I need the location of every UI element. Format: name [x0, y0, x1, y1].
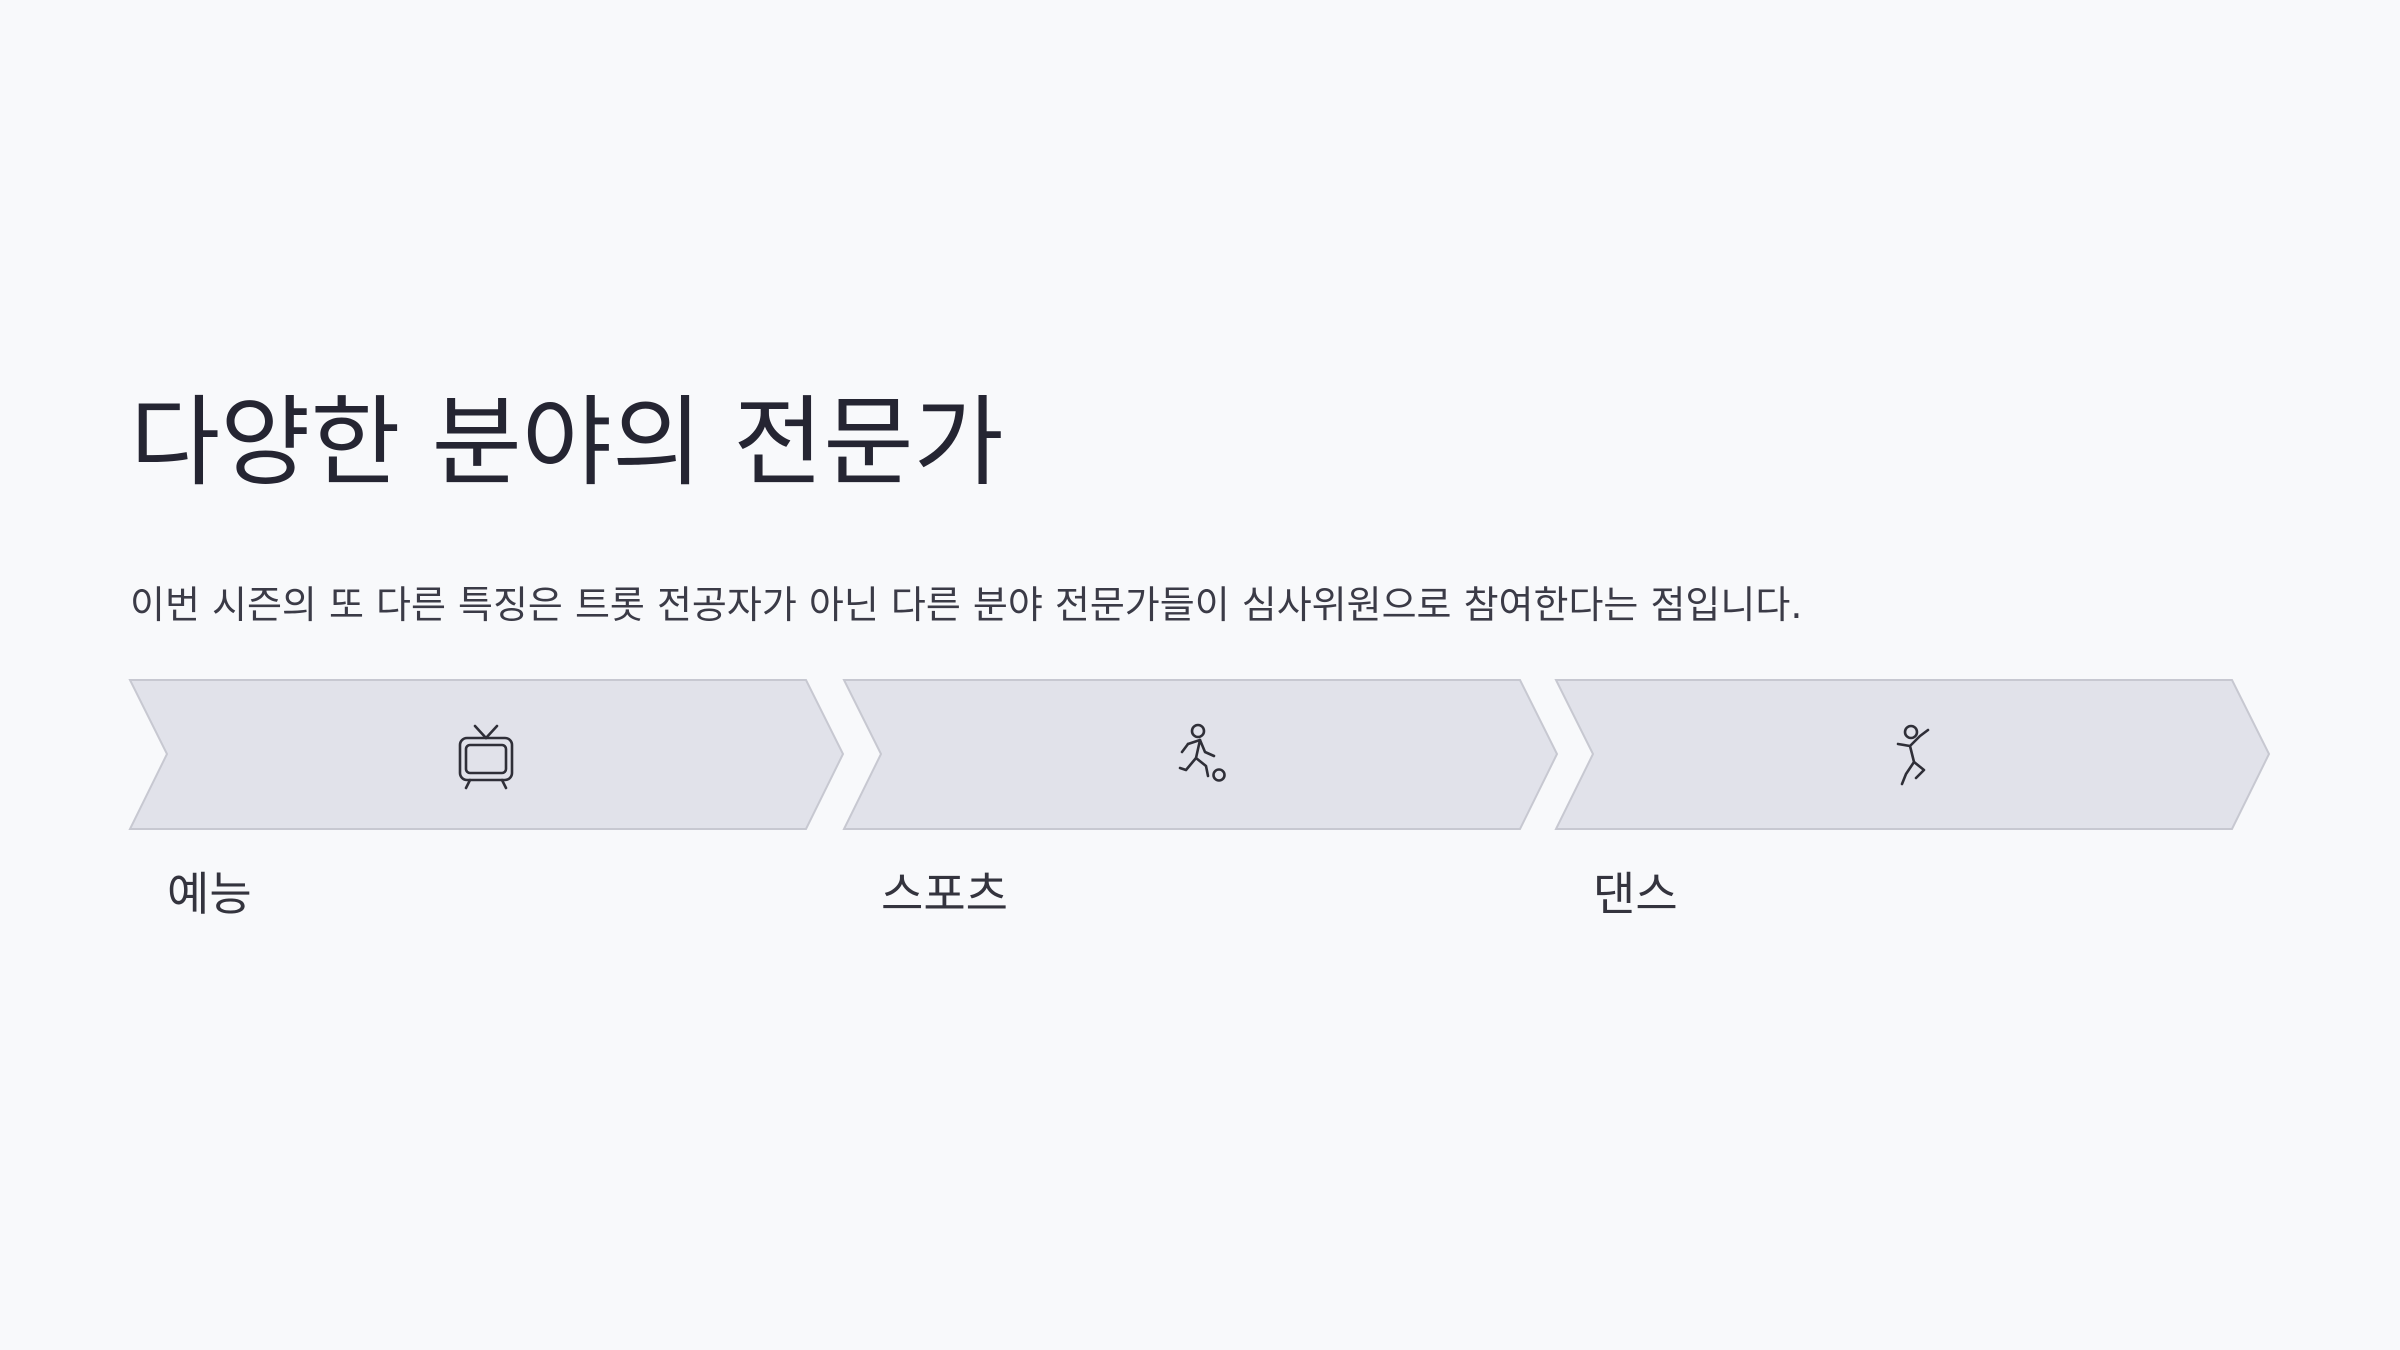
step-chevron-1 — [128, 679, 845, 830]
step-chevron-2 — [842, 679, 1559, 830]
step-label-1: 예능 — [167, 867, 252, 921]
page-subtitle: 이번 시즌의 또 다른 특징은 트롯 전공자가 아닌 다른 분야 전문가들이 심… — [130, 583, 1803, 627]
tv-icon — [458, 724, 514, 790]
step-label-2: 스포츠 — [881, 867, 1008, 921]
step-label-3: 댄스 — [1593, 867, 1678, 921]
page-title: 다양한 분야의 전문가 — [130, 386, 1004, 500]
soccer-player-icon — [1178, 723, 1226, 782]
dancer-icon — [1896, 724, 1930, 786]
